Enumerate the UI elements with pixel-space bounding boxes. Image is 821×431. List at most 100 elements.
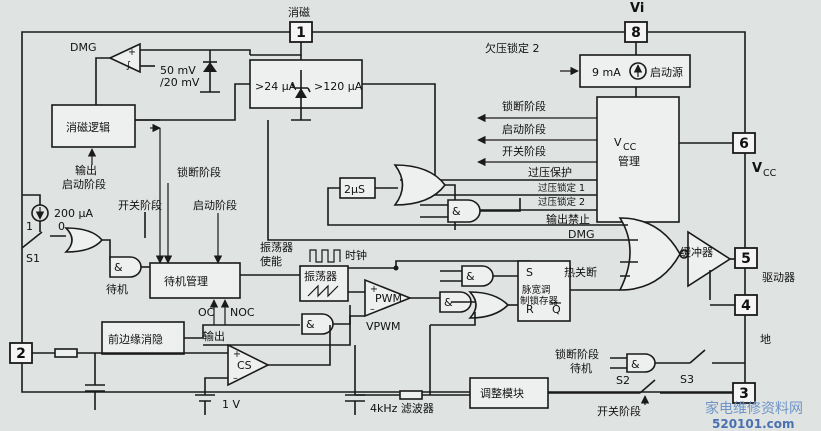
buffer-amp xyxy=(687,230,732,288)
pin6-number: 6 xyxy=(739,136,749,152)
svg-text:V: V xyxy=(614,136,622,149)
switch-phase-label: 开关阶段 xyxy=(502,144,546,158)
ground-label: 地 xyxy=(760,333,771,346)
svg-text:+: + xyxy=(128,47,136,58)
uvlo2b-label: 过压锁定 2 xyxy=(538,196,585,208)
s2-label: S2 xyxy=(616,374,630,387)
svg-text:&: & xyxy=(631,358,640,371)
osc-enable-label2: 使能 xyxy=(260,254,282,268)
switch-phase-bottom: 开关阶段 xyxy=(597,404,641,418)
pin4-number: 4 xyxy=(741,298,751,314)
standby-bottom: 待机 xyxy=(570,361,592,375)
battery-icon xyxy=(195,394,215,415)
standby-label: 待机 xyxy=(106,282,128,296)
or-gate-reset xyxy=(468,291,510,319)
oscillator-label: 振荡器 xyxy=(304,269,337,283)
sawtooth-icon xyxy=(307,284,339,298)
svg-text:∫: ∫ xyxy=(126,60,131,71)
cap-icon xyxy=(85,384,105,410)
start-phase-mid: 启动阶段 xyxy=(193,198,237,212)
svg-text:&: & xyxy=(444,296,453,309)
ma9-label: 9 mA xyxy=(592,66,621,79)
watermark-url: 520101.com xyxy=(712,417,795,431)
i200-label: 200 μA xyxy=(54,207,93,220)
lock-phase-mid: 锁断阶段 xyxy=(177,165,221,179)
demag-logic-label: 消磁逻辑 xyxy=(66,120,110,134)
leb-box xyxy=(101,321,185,355)
driver-label: 驱动器 xyxy=(762,271,795,284)
delay-2us-label: 2μS xyxy=(344,183,365,196)
watermark-cn: 家电维修资料网 xyxy=(705,400,803,417)
svg-text:0: 0 xyxy=(58,220,65,233)
svg-text:+: + xyxy=(370,284,378,295)
clock-label: 时钟 xyxy=(345,248,367,262)
output-label-2: 输出 xyxy=(203,329,225,343)
and-gate-leb xyxy=(301,313,334,335)
i120-label: >120 μA xyxy=(314,80,363,93)
i24-label: >24 μA xyxy=(255,80,297,93)
pin3-box xyxy=(732,382,756,404)
svg-text:R: R xyxy=(526,303,534,316)
svg-text:–: – xyxy=(370,304,375,315)
svg-text:Q: Q xyxy=(552,303,561,316)
svg-text:&: & xyxy=(114,261,123,274)
switch-s1 xyxy=(21,231,66,249)
vcc-mgmt-box xyxy=(596,96,680,223)
and-gate-standby xyxy=(109,256,142,278)
demag-logic-box xyxy=(51,104,136,148)
adjust-module-box xyxy=(469,377,549,409)
switch-s2 xyxy=(639,379,733,394)
switch-phase-left: 开关阶段 xyxy=(118,198,162,212)
filter-label: 4kHz 滤波器 xyxy=(370,402,434,415)
svg-text:S: S xyxy=(526,266,533,279)
standby-mgmt-label: 待机管理 xyxy=(164,274,208,288)
pin5-number: 5 xyxy=(741,251,751,267)
uvlo2-label: 欠压锁定 2 xyxy=(485,41,540,55)
latch-label1: 脉宽调 xyxy=(522,284,551,296)
or-gate-output xyxy=(618,217,681,291)
adjust-module-label: 调整模块 xyxy=(480,386,524,400)
svg-text:&: & xyxy=(466,270,475,283)
buffer-label: 缓冲器 xyxy=(680,245,713,259)
and-gate-disable xyxy=(447,199,481,223)
vi-label: Vi xyxy=(630,1,644,16)
demag-comparator xyxy=(108,42,141,74)
pin1-name: 消磁 xyxy=(288,5,310,19)
vcc-mgmt-label: 管理 xyxy=(618,154,640,168)
svg-text:&: & xyxy=(306,318,315,331)
pin1-number: 1 xyxy=(296,25,306,41)
dmg-label: DMG xyxy=(70,41,97,54)
resistor-icon xyxy=(54,348,78,358)
demag-start-phase: 启动阶段 xyxy=(62,177,106,191)
start-source-label: 启动源 xyxy=(650,65,683,79)
cs-label: CS xyxy=(237,359,252,372)
pwm-comparator xyxy=(364,278,413,318)
svg-text:V: V xyxy=(752,161,762,176)
mv2-label: /20 mV xyxy=(160,76,200,89)
start-phase-label: 启动阶段 xyxy=(502,122,546,136)
pwm-label: PWM xyxy=(375,292,402,305)
and-gate-bottom xyxy=(626,353,656,373)
lock-phase-bottom: 锁断阶段 xyxy=(555,347,599,361)
svg-text:CC: CC xyxy=(763,168,777,179)
svg-text:1: 1 xyxy=(26,220,33,233)
pin2-number: 2 xyxy=(16,346,26,362)
pin8-number: 8 xyxy=(631,25,641,41)
pwm-latch-box xyxy=(517,260,571,322)
uvlo1-label: 过压锁定 1 xyxy=(538,182,585,194)
current-source-icon xyxy=(629,62,647,80)
output-disable-label: 输出禁止 xyxy=(546,212,590,226)
clock-waveform-icon xyxy=(309,249,341,263)
over-voltage-label: 过压保护 xyxy=(528,165,572,179)
filter-cap-icon xyxy=(345,394,365,415)
mv-label: 50 mV xyxy=(160,64,196,77)
svg-text:CC: CC xyxy=(623,142,637,153)
thermal-label: 热关断 xyxy=(564,265,597,279)
demag-output: 输出 xyxy=(75,163,97,177)
s1-label: S1 xyxy=(26,252,40,265)
svg-text:–: – xyxy=(233,373,238,384)
standby-mgmt-box xyxy=(149,262,241,299)
osc-enable-label: 振荡器 xyxy=(260,240,293,254)
one-v-label: 1 V xyxy=(222,398,240,411)
